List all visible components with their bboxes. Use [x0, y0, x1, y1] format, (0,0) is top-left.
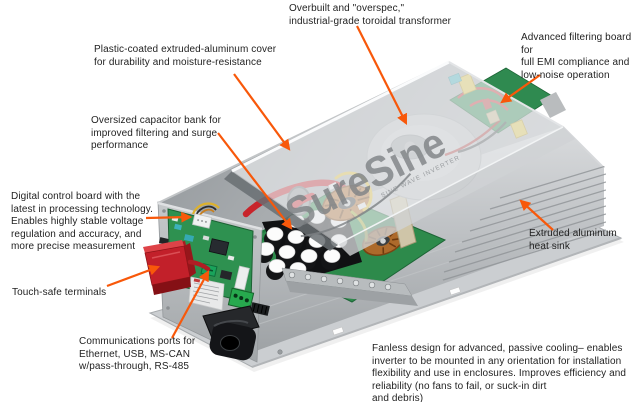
- arrow-aluminum-cover: [233, 73, 291, 151]
- callout-communications-ports: Communications ports for Ethernet, USB, …: [79, 336, 196, 372]
- spec-label: [188, 276, 225, 311]
- callout-aluminum-cover: Plastic-coated extruded-aluminum cover f…: [94, 44, 277, 68]
- bus-bar-rail: [281, 267, 418, 306]
- ribbon-connector: [234, 265, 250, 291]
- flange-notch: [449, 286, 461, 296]
- arrow-communications-ports: [171, 270, 210, 339]
- callout-toroidal-transformer: Overbuilt and "overspec," industrial-gra…: [289, 3, 452, 27]
- processor-chip: [208, 238, 230, 256]
- arrow-heat-sink: [519, 199, 554, 231]
- callout-fanless-design: Fanless design for advanced, passive coo…: [372, 343, 627, 402]
- arrow-touch-safe-terminals: [106, 264, 161, 288]
- arrow-capacitor-bank: [217, 132, 293, 230]
- arrow-filtering-board: [500, 74, 541, 104]
- logo-swoosh: [300, 173, 412, 238]
- heat-sink-fins: [439, 165, 606, 282]
- dc-connector: [202, 305, 260, 361]
- callout-filtering-board: Advanced filtering board for full EMI co…: [521, 32, 632, 81]
- control-connector: [191, 202, 220, 229]
- cover-edge-shadow: [224, 171, 338, 251]
- arrow-digital-control-board: [145, 211, 193, 223]
- callout-digital-control-board: Digital control board with the latest in…: [11, 191, 153, 252]
- flange-notch: [332, 326, 344, 336]
- callout-heat-sink: Extruded aluminum heat sink: [529, 228, 617, 252]
- terminal-block: [227, 287, 270, 316]
- callout-capacitor-bank: Oversized capacitor bank for improved fi…: [91, 115, 222, 151]
- callout-arrows: [106, 25, 554, 339]
- comb-connector: [250, 302, 270, 316]
- arrow-toroidal-transformer: [356, 25, 407, 125]
- callout-touch-safe-terminals: Touch-safe terminals: [12, 287, 107, 298]
- flange-screw: [277, 349, 283, 355]
